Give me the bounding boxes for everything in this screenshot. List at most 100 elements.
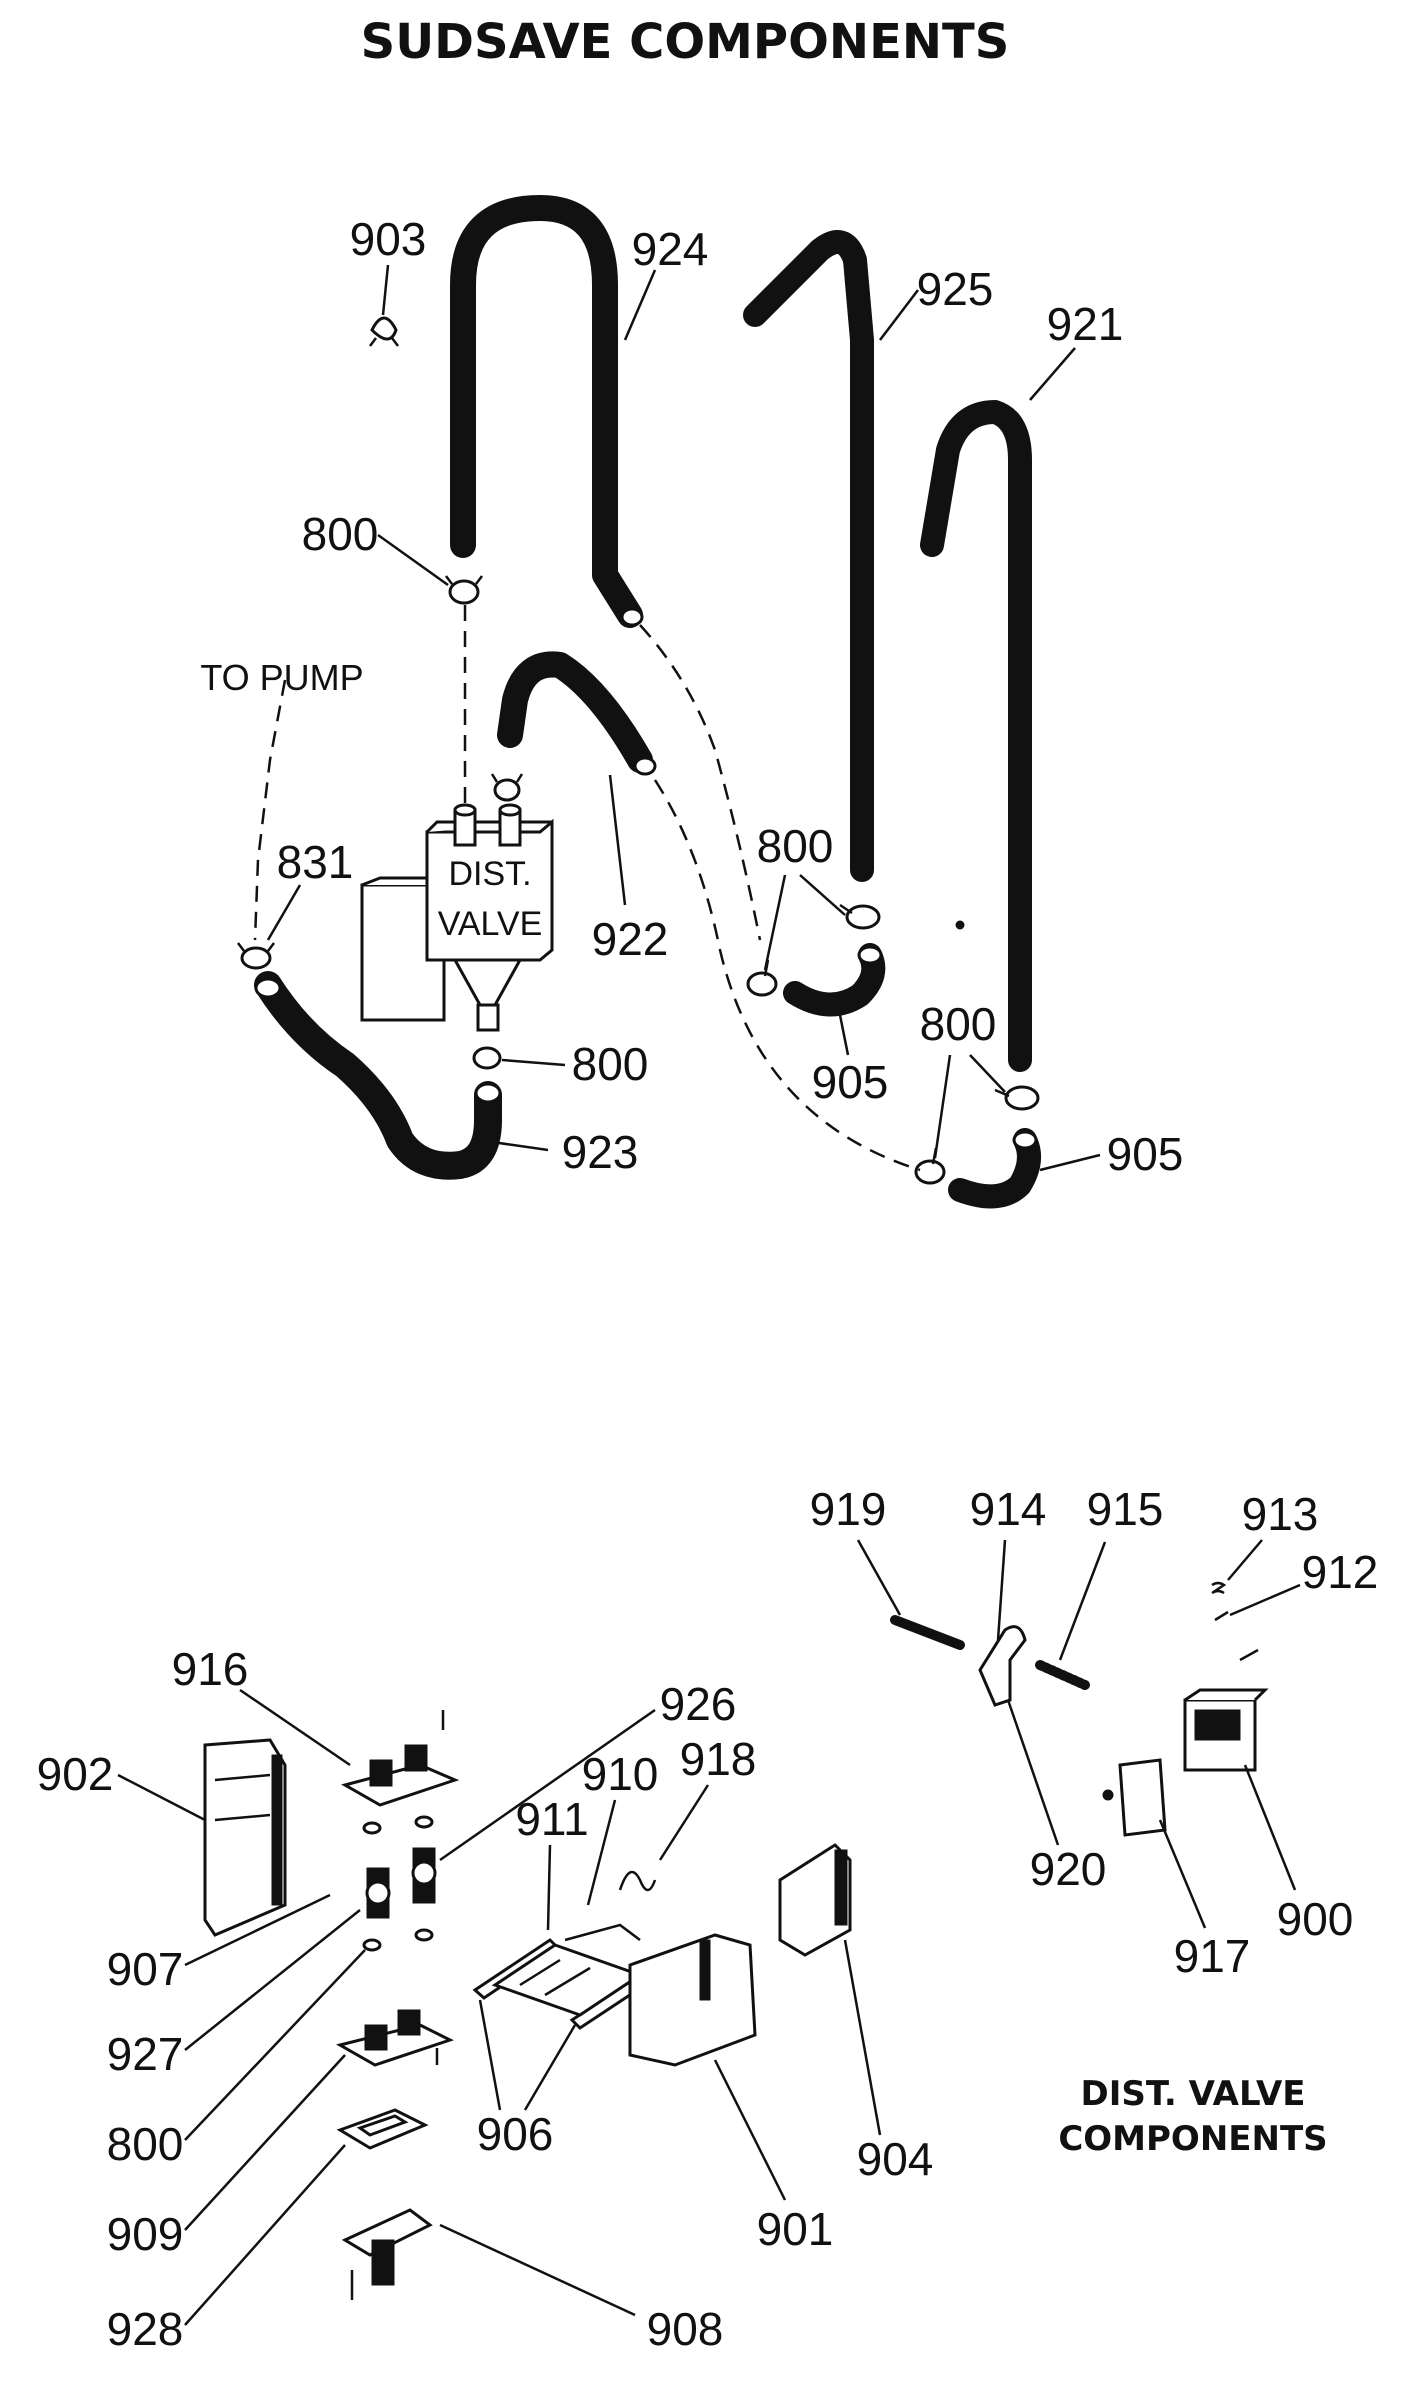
leader-800-e: [184, 1949, 366, 2141]
clamp-800-valve-bottom: [472, 1046, 502, 1070]
leader-919: [856, 1539, 902, 1616]
leader-903: [381, 264, 390, 316]
leader-923: [491, 1140, 549, 1152]
label-904: 904: [857, 2133, 934, 2185]
clamp-831: [237, 942, 275, 970]
clamp-800-925: [839, 903, 881, 930]
label-909: 909: [107, 2208, 184, 2260]
spring-915: [1035, 1660, 1090, 1690]
spring-913: [1211, 1581, 1227, 1595]
hose-921: [920, 400, 1032, 1072]
dash-line-922-905: [653, 779, 921, 1172]
clamp-903: [369, 316, 399, 347]
leader-921: [1029, 347, 1076, 401]
leader-800-d: [933, 1054, 1006, 1159]
hose-905-b: [948, 1128, 1041, 1209]
caption-line2: COMPONENTS: [1058, 2119, 1327, 2159]
label-905-b: 905: [1107, 1128, 1184, 1180]
label-905-a: 905: [812, 1056, 889, 1108]
leader-924: [623, 269, 657, 341]
label-901: 901: [757, 2203, 834, 2255]
hose-925: [743, 230, 874, 882]
hose-923: [254, 971, 502, 1180]
clamp-800-905b: [914, 1147, 946, 1185]
label-800-e: 800: [107, 2118, 184, 2170]
leader-920: [1006, 1699, 1060, 1846]
label-907: 907: [107, 1943, 184, 1995]
label-800-c: 800: [757, 820, 834, 872]
diagram-title: SUDSAVE COMPONENTS: [361, 14, 1010, 70]
label-800-a: 800: [302, 508, 379, 560]
label-916: 916: [172, 1643, 249, 1695]
label-922: 922: [592, 913, 669, 965]
leader-908: [439, 2223, 636, 2317]
plate-917: [1102, 1758, 1167, 1837]
bracket-910-911: [491, 1923, 644, 2017]
caption-line1: DIST. VALVE: [1081, 2074, 1306, 2114]
leader-928: [184, 2144, 346, 2326]
leader-925: [879, 289, 919, 341]
label-800-b: 800: [572, 1038, 649, 1090]
clamp-800-905a: [746, 959, 778, 997]
leader-901: [713, 2059, 787, 2201]
label-918: 918: [680, 1733, 757, 1785]
label-928: 928: [107, 2303, 184, 2355]
leader-926: [439, 1708, 656, 1862]
dash-line-to-pump: [253, 679, 287, 941]
leader-902: [117, 1773, 206, 1822]
leader-916: [239, 1688, 351, 1767]
valve-plate-909: [336, 2009, 454, 2067]
label-900: 900: [1277, 1893, 1354, 1945]
valve-plate-916: [341, 1710, 460, 1807]
pin-919: [890, 1615, 965, 1650]
leader-904: [843, 1939, 882, 2136]
bracket-901: [628, 1933, 757, 2067]
valve-label-line2: VALVE: [438, 905, 543, 943]
label-920: 920: [1030, 1843, 1107, 1895]
label-906: 906: [477, 2108, 554, 2160]
leader-911: [546, 1844, 552, 1931]
label-925: 925: [917, 263, 994, 315]
hose-905-a: [783, 943, 886, 1017]
clamp-800-921: [994, 1085, 1040, 1111]
label-917: 917: [1174, 1930, 1251, 1982]
leader-927: [184, 1909, 361, 2051]
valve-pair-926: [362, 1815, 437, 1952]
clip-918: [618, 1870, 657, 1892]
leader-910: [586, 1799, 617, 1906]
label-926: 926: [660, 1678, 737, 1730]
leader-922: [608, 774, 627, 906]
leader-913: [1227, 1539, 1263, 1581]
label-921: 921: [1047, 298, 1124, 350]
leader-915: [1058, 1541, 1107, 1661]
clamp-800-valve-top: [490, 773, 524, 802]
bracket-902: [203, 1738, 287, 1937]
label-927: 927: [107, 2028, 184, 2080]
label-924: 924: [632, 223, 709, 275]
label-915: 915: [1087, 1483, 1164, 1535]
leader-909: [184, 2054, 346, 2231]
lever-914: [978, 1625, 1027, 1707]
leader-905-b: [1039, 1153, 1101, 1172]
clamp-800-upper: [445, 575, 483, 605]
leader-918: [658, 1784, 710, 1861]
label-923: 923: [562, 1126, 639, 1178]
label-831: 831: [277, 836, 354, 888]
leader-831: [266, 884, 302, 941]
leader-914: [996, 1539, 1007, 1641]
label-912: 912: [1302, 1546, 1379, 1598]
leader-800-c: [763, 874, 846, 971]
leader-906: [478, 1999, 577, 2111]
hose-922: [497, 651, 653, 773]
leader-907: [184, 1893, 331, 1967]
label-911: 911: [515, 1793, 588, 1845]
gasket-928: [336, 2108, 429, 2150]
solenoid-900: [1183, 1688, 1269, 1772]
leader-912: [1229, 1583, 1301, 1617]
valve-label-line1: DIST.: [448, 855, 531, 893]
label-903: 903: [350, 213, 427, 265]
label-910: 910: [582, 1748, 659, 1800]
label-to-pump: TO PUMP: [200, 657, 363, 698]
